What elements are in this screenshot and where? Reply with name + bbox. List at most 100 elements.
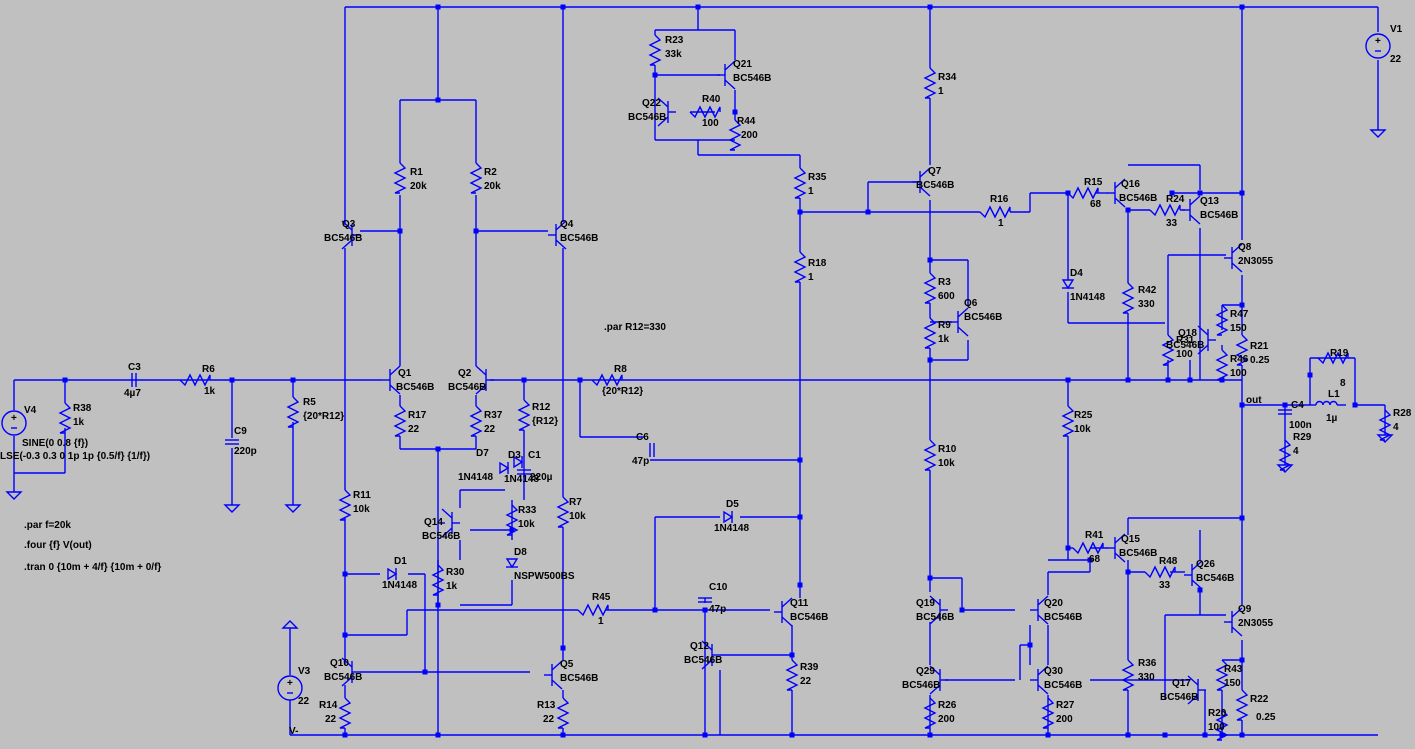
component-r27[interactable] — [1041, 697, 1055, 729]
label-q9-value: 2N3055 — [1238, 618, 1273, 629]
component-q9[interactable] — [1224, 607, 1243, 637]
component-c3[interactable] — [131, 373, 137, 387]
component-c10[interactable] — [698, 597, 712, 603]
component-r39[interactable] — [785, 659, 799, 691]
component-q1[interactable] — [382, 365, 401, 395]
component-q20[interactable] — [1030, 595, 1049, 625]
component-r9[interactable] — [923, 317, 937, 349]
component-r24[interactable] — [1149, 203, 1181, 217]
label-r20-value: 100 — [1208, 722, 1225, 733]
component-v4[interactable]: + — [1, 410, 27, 436]
component-q16[interactable] — [1107, 178, 1126, 208]
component-q8[interactable] — [1224, 243, 1243, 273]
component-q17[interactable] — [1187, 675, 1206, 705]
component-r26[interactable] — [923, 697, 937, 729]
component-r22[interactable] — [1235, 689, 1249, 721]
component-r36[interactable] — [1121, 659, 1135, 691]
component-q22[interactable] — [657, 97, 676, 127]
component-d1[interactable] — [387, 567, 398, 581]
component-r21[interactable] — [1235, 334, 1249, 366]
component-q19[interactable] — [929, 595, 948, 625]
component-r7[interactable] — [556, 496, 570, 528]
component-q30[interactable] — [1030, 665, 1049, 695]
component-q14[interactable] — [441, 508, 460, 538]
component-r43[interactable] — [1215, 659, 1229, 691]
label-r6-value: 1k — [204, 386, 216, 397]
component-q5[interactable] — [544, 660, 563, 690]
label-r38-name: R38 — [73, 403, 92, 414]
component-r5[interactable] — [286, 396, 300, 428]
label-v3-name: V3 — [298, 666, 311, 677]
component-r14[interactable] — [338, 697, 352, 729]
component-r20[interactable] — [1215, 709, 1229, 741]
component-v3[interactable]: + — [277, 675, 303, 701]
component-r11[interactable] — [338, 489, 352, 521]
component-r37[interactable] — [469, 405, 483, 437]
component-r6[interactable] — [179, 373, 211, 387]
label-q14-name: Q14 — [424, 517, 443, 528]
component-q15[interactable] — [1107, 533, 1126, 563]
component-r17[interactable] — [393, 405, 407, 437]
component-r45[interactable] — [577, 603, 609, 617]
component-q13[interactable] — [1182, 195, 1201, 225]
component-r35[interactable] — [793, 167, 807, 199]
label-r37-value: 22 — [484, 424, 496, 435]
component-d8[interactable] — [505, 558, 519, 569]
component-c4[interactable] — [1278, 409, 1292, 415]
component-q12[interactable] — [701, 640, 720, 670]
label-r21-value: 0.25 — [1250, 355, 1270, 366]
component-r13[interactable] — [556, 697, 570, 729]
component-r3[interactable] — [923, 272, 937, 304]
component-q3[interactable] — [341, 220, 360, 250]
component-q2[interactable] — [475, 365, 494, 395]
component-r40[interactable] — [689, 105, 721, 119]
component-q29[interactable] — [929, 665, 948, 695]
component-q10[interactable] — [341, 657, 360, 687]
component-r16[interactable] — [979, 205, 1011, 219]
component-q11[interactable] — [774, 597, 793, 627]
component-q4[interactable] — [548, 220, 567, 250]
component-r19[interactable] — [1317, 351, 1349, 365]
component-d3[interactable] — [513, 455, 524, 469]
component-r10[interactable] — [923, 439, 937, 471]
component-r30[interactable] — [431, 564, 445, 596]
component-r44[interactable] — [728, 119, 742, 151]
component-r41[interactable] — [1072, 541, 1104, 555]
component-r38[interactable] — [58, 402, 72, 434]
component-d7[interactable] — [499, 461, 510, 475]
label-r27-value: 200 — [1056, 714, 1073, 725]
component-v1[interactable]: + — [1365, 33, 1391, 59]
component-r25[interactable] — [1061, 405, 1075, 437]
component-q7[interactable] — [912, 167, 931, 197]
component-r12[interactable] — [517, 399, 531, 431]
component-q21[interactable] — [717, 60, 736, 90]
label-r37-name: R37 — [484, 410, 503, 421]
component-q6[interactable] — [950, 307, 969, 337]
component-r46[interactable] — [1215, 349, 1229, 381]
component-c6[interactable] — [649, 443, 655, 457]
label-r5-name: R5 — [303, 397, 316, 408]
component-r18[interactable] — [793, 251, 807, 283]
spice-directives: .par R12=330 .par f=20k .four {f} V(out)… — [0, 322, 1262, 737]
component-r47[interactable] — [1215, 304, 1229, 336]
component-c1[interactable] — [517, 469, 531, 475]
component-c9[interactable] — [225, 439, 239, 445]
component-r34[interactable] — [923, 67, 937, 99]
component-q18[interactable] — [1197, 325, 1216, 355]
component-l1[interactable] — [1310, 400, 1346, 406]
label-r43-value: 150 — [1224, 678, 1241, 689]
component-r48[interactable] — [1144, 565, 1176, 579]
component-r31[interactable] — [1161, 334, 1175, 366]
component-d5[interactable] — [723, 510, 734, 524]
component-r42[interactable] — [1121, 282, 1135, 314]
component-r23[interactable] — [648, 34, 662, 66]
component-d4[interactable] — [1061, 279, 1075, 290]
component-r2[interactable] — [469, 162, 483, 194]
directive-par-r12: .par R12=330 — [604, 322, 666, 333]
component-r33[interactable] — [505, 504, 519, 536]
component-r8[interactable] — [591, 373, 623, 387]
component-r1[interactable] — [393, 162, 407, 194]
component-r15[interactable] — [1067, 186, 1099, 200]
